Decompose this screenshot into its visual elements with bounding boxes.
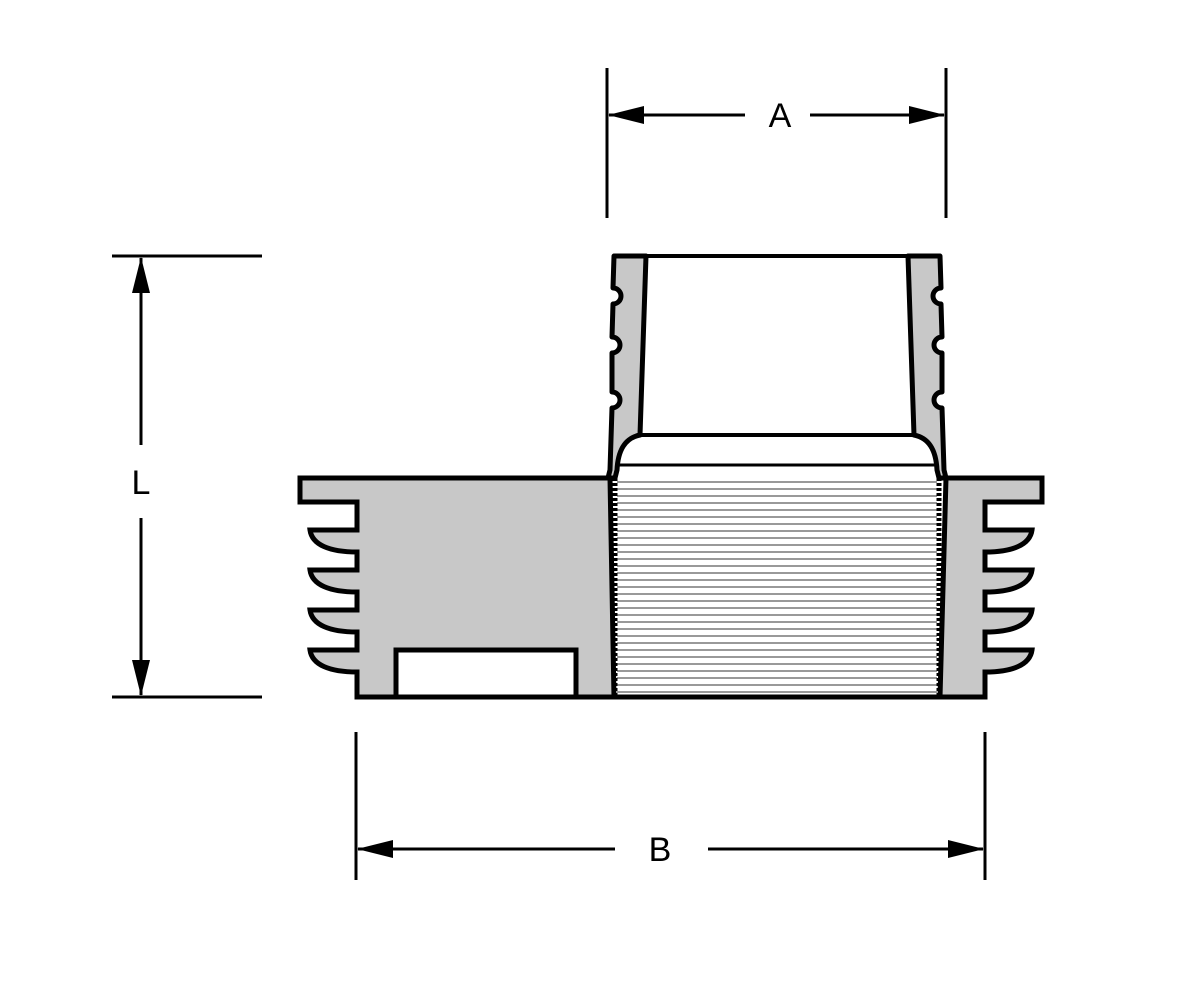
dimension-b-label: B — [649, 831, 672, 869]
left-tube-wall — [605, 253, 649, 481]
dimension-a-label: A — [769, 97, 792, 135]
left-body-section — [297, 475, 617, 700]
internal-threads — [617, 481, 937, 693]
dimension-a: A — [605, 68, 948, 218]
dimension-b: B — [354, 732, 987, 880]
dimension-l: L — [112, 254, 262, 699]
right-body-section — [937, 475, 1045, 700]
dimension-l-label: L — [132, 464, 151, 502]
right-tube-wall — [905, 253, 949, 481]
